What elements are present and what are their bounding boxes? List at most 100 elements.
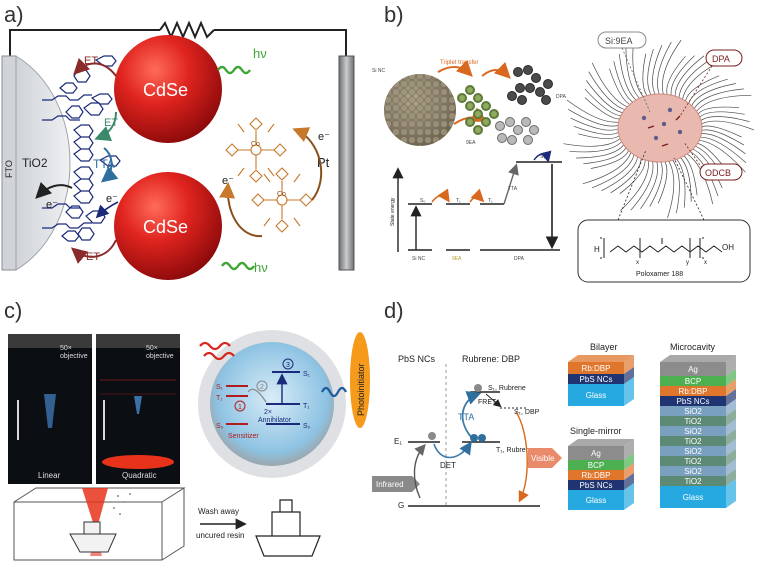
electron-label-left: e⁻ — [46, 199, 58, 211]
tta-label-d: TTA — [458, 412, 474, 422]
tio2-layer — [15, 55, 71, 271]
x-label-si: Si NC — [412, 256, 425, 262]
microcavity-side — [726, 439, 736, 456]
tio2-label: TiO2 — [22, 156, 48, 170]
microcavity-layer — [660, 396, 726, 406]
x-label-dpa: DPA — [514, 256, 525, 262]
s1-left-label: S₁ — [216, 384, 224, 391]
microcavity-layer — [660, 476, 726, 486]
bilayer-side — [624, 377, 634, 406]
micelle-strand — [632, 41, 645, 99]
printed-boat — [69, 521, 117, 553]
single-mirror-layer — [568, 446, 624, 460]
micelle-strand — [570, 117, 621, 131]
bilayer-title: Bilayer — [590, 342, 618, 352]
microcavity-side — [726, 429, 736, 446]
transfer-arrow-2 — [469, 188, 485, 203]
cdse-label-top: CdSe — [143, 80, 188, 100]
microcavity-side — [726, 419, 736, 436]
micelle-strand — [563, 137, 622, 147]
micelle-strand — [690, 83, 736, 108]
fret-label: FRET — [478, 399, 497, 406]
single-mirror-side — [624, 453, 634, 470]
poloxamer-box — [577, 219, 751, 283]
cdse-label-bottom: CdSe — [143, 217, 188, 237]
x-label-9ea: 9EA — [452, 256, 462, 262]
t1-rubrene-label: T₁, Rubrene — [496, 447, 533, 454]
et-arrow-mid — [94, 111, 117, 141]
microcavity-layer — [660, 436, 726, 446]
microcavity-top-face — [660, 355, 736, 362]
dpa-molecule-2 — [495, 117, 539, 145]
poloxamer-formula — [600, 237, 723, 259]
formula-oh: OH — [722, 243, 734, 252]
circuit-wire — [9, 29, 347, 56]
dpa-molecule-label: DPA — [556, 94, 567, 100]
micelle-strand — [640, 159, 658, 210]
visible-label: Visible — [531, 454, 555, 463]
s1-right-label: S₁ — [303, 371, 311, 378]
co-label-bottom: Co — [277, 191, 286, 198]
photoinitiator-label: Photoinitiator — [356, 363, 366, 416]
linear-label: Linear — [38, 471, 61, 480]
micelle-strand — [568, 109, 621, 127]
photoinitiator-pill — [350, 332, 370, 428]
bilayer-layer — [568, 374, 624, 384]
callout-dpa — [705, 49, 743, 67]
single-mirror-layer — [568, 460, 624, 470]
microcavity-layer-label: TiO2 — [684, 457, 702, 466]
tta-up-arrow — [503, 163, 519, 205]
single-mirror-side — [624, 473, 634, 490]
s1-dbp-label: S₁, DBP — [514, 409, 540, 416]
microcavity-layer — [660, 406, 726, 416]
micelle-strand — [674, 55, 705, 99]
transfer-arrow-1 — [431, 188, 450, 203]
panel-label-d: d) — [384, 298, 404, 323]
g-label: G — [398, 501, 404, 510]
t1a-label: T₁ — [456, 198, 461, 204]
bilayer-layer-label: PbS NCs — [580, 375, 613, 384]
microcavity-layer — [660, 456, 726, 466]
electron-label-mid: e⁻ — [106, 193, 118, 205]
micelle-strand — [695, 94, 752, 114]
callout-odcb — [699, 163, 743, 181]
micelle-strand — [613, 61, 635, 104]
light-wave-icon — [221, 261, 255, 271]
bilayer-top-face — [568, 355, 634, 362]
wash-label-2: uncured resin — [196, 531, 244, 540]
bilayer-side — [624, 355, 634, 374]
microcavity-layer — [660, 486, 726, 508]
single-mirror-side — [624, 463, 634, 480]
co-electron-left: e⁻ — [222, 175, 234, 187]
micelle-strand — [690, 147, 723, 188]
objective-label-1-line: 50× — [60, 345, 72, 352]
micelle-particles — [641, 107, 683, 141]
excitation-waves-icon — [199, 341, 235, 361]
single-mirror-layer — [568, 470, 624, 480]
panel-d: PbS NCs Rubrene: DBP E₁ G S₁, Rubrene S₁… — [372, 342, 736, 510]
dpa-molecule — [507, 65, 553, 105]
micelle-strand — [699, 120, 755, 131]
micelle-core — [617, 93, 703, 163]
co-cycle-arrow-right — [292, 127, 323, 201]
ligand-molecules — [42, 55, 121, 242]
micelle-strand — [576, 142, 626, 159]
e1-label: E₁ — [394, 437, 402, 446]
microcavity-layer-label: TiO2 — [684, 477, 702, 486]
microcavity-layer — [660, 386, 726, 396]
micelle-strand — [610, 156, 642, 194]
micelle-strand — [652, 45, 663, 97]
electron-arrow-left — [35, 181, 73, 199]
microcavity-layer-label: TiO2 — [684, 417, 702, 426]
single-mirror-layer — [568, 480, 624, 490]
callout-dpa-label: DPA — [712, 54, 730, 64]
microcavity-side — [726, 409, 736, 426]
emission-wave-icon — [321, 386, 347, 398]
micelle-strand — [675, 157, 686, 208]
single-mirror-layer-label: Glass — [586, 496, 606, 505]
micelle-strand — [692, 88, 744, 111]
single-mirror-layer-label: Ag — [591, 449, 601, 458]
panel-label-a: a) — [4, 2, 24, 27]
t1-right-label: T₁ — [303, 403, 310, 410]
micelle-strand — [698, 111, 745, 119]
